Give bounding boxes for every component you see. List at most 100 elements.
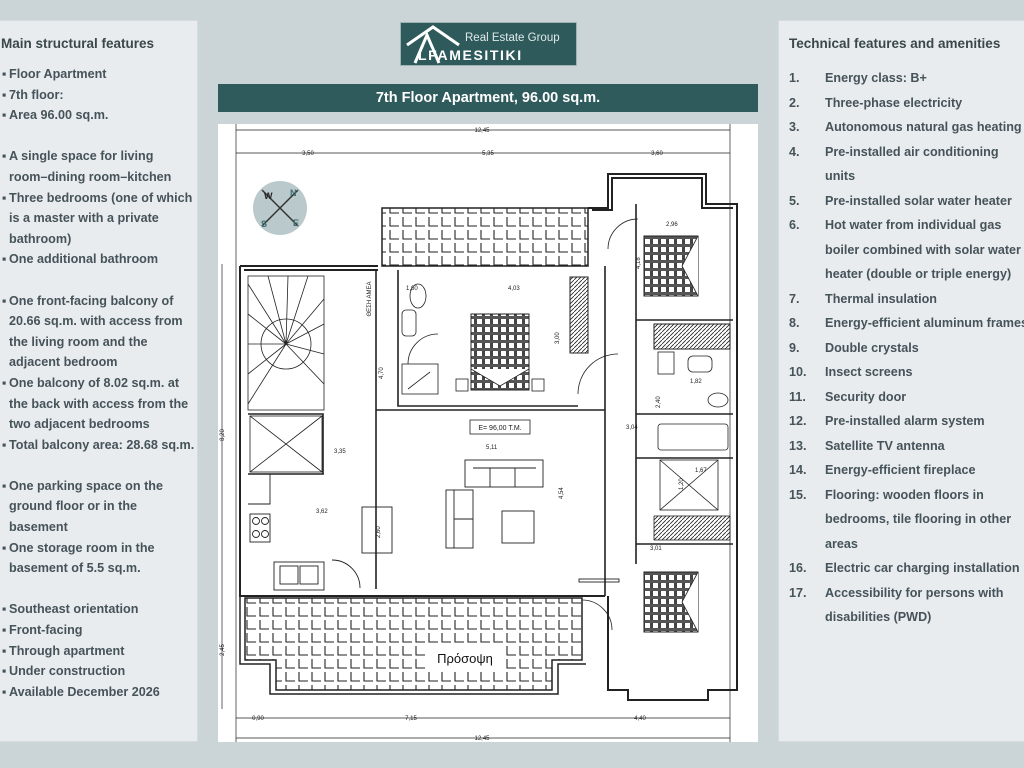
feature-item: ▪Southeast orientation — [1, 599, 195, 620]
amenity-item: 16.Electric car charging installation — [789, 556, 1024, 581]
amenity-number: 16. — [789, 561, 807, 575]
bullet-icon: ▪ — [2, 108, 7, 123]
feature-group: ▪One parking space on the ground floor o… — [1, 476, 195, 579]
living-furniture — [445, 459, 620, 583]
feature-text: Front-facing — [9, 623, 83, 638]
amenity-text: Pre-installed alarm system — [825, 414, 985, 428]
feature-text: One storage room in the basement of 5.5 … — [9, 540, 155, 576]
dim-label: 4,40 — [634, 716, 646, 722]
amenity-item: 9.Double crystals — [789, 336, 1024, 361]
amenity-number: 4. — [789, 144, 800, 159]
bathroom — [653, 351, 731, 541]
plan-label: 3,00 — [555, 332, 561, 344]
facade-label: Πρόσοψη — [437, 651, 493, 666]
bullet-icon: ▪ — [2, 664, 7, 679]
amenity-text: Energy-efficient aluminum frames — [825, 316, 1024, 330]
amenity-item: 14. Energy-efficient fireplace — [789, 458, 1024, 483]
bullet-icon: ▪ — [2, 478, 7, 493]
feature-item: ▪One parking space on the ground floor o… — [1, 476, 195, 538]
plan-label: 1,60 — [406, 286, 418, 292]
feature-text: One additional bathroom — [9, 252, 159, 267]
amenity-text: Accessibility for persons with disabilit… — [825, 585, 1004, 625]
plan-label: 2,96 — [666, 222, 678, 228]
feature-text: One parking space on the ground floor or… — [9, 478, 163, 535]
amenity-text: Three-phase electricity — [825, 95, 963, 110]
dim-total-bottom: 12,45 — [474, 736, 490, 742]
technical-features-list: 1. Energy class: B+ 2. Three-phase electric… — [789, 66, 1024, 630]
house-logo-icon — [406, 25, 460, 64]
amenity-item: 1. Energy class: B+ — [789, 66, 1024, 91]
plan-label: 3,62 — [316, 509, 328, 515]
plan-label: 1,67 — [695, 468, 707, 474]
feature-item: ▪One front-facing balcony of 20.66 sq.m.… — [1, 291, 195, 373]
bullet-icon: ▪ — [2, 602, 7, 617]
amenity-number: 1. — [789, 71, 800, 85]
amenity-text: Autonomous natural gas heating — [825, 120, 1022, 134]
amenity-number: 14. — [789, 463, 807, 477]
feature-text: Southeast orientation — [9, 602, 139, 617]
feature-text: A single space for living room–dining ro… — [9, 149, 172, 184]
amenity-text: Pre-installed air conditioning units — [825, 144, 999, 184]
staircase — [247, 275, 325, 411]
bullet-icon: ▪ — [2, 623, 7, 638]
amenity-item: 17. Accessibility for persons with disabi… — [789, 581, 1024, 630]
amenity-item: 12.Pre-installed alarm system — [789, 409, 1024, 434]
feature-group: ▪Southeast orientation▪Front-facing▪Thro… — [1, 599, 195, 702]
front-balcony — [244, 597, 583, 691]
back-balcony — [381, 207, 589, 267]
amenity-number: 6. — [789, 218, 800, 232]
feature-text: Total balcony area: 28.68 sq.m. — [9, 437, 195, 452]
feature-item: ▪Three bedrooms (one of which is a maste… — [1, 188, 195, 250]
feature-item: ▪7th floor: — [1, 85, 195, 106]
bullet-icon: ▪ — [2, 149, 7, 164]
amenity-item: 3.Autonomous natural gas heating — [789, 115, 1024, 140]
plan-label: 4,70 — [379, 367, 385, 379]
feature-item: ▪Under construction — [1, 661, 195, 682]
bullet-icon: ▪ — [2, 643, 7, 658]
logo-name: LFAMESITIKI — [418, 47, 523, 63]
elevator — [249, 415, 323, 473]
amenity-number: 17. — [789, 585, 807, 600]
feature-text: Floor Apartment — [9, 67, 107, 81]
plan-label: W — [264, 191, 273, 201]
brand-logo: Real Estate Group LFAMESITIKI — [400, 22, 577, 66]
amenity-text: Energy-efficient fireplace — [825, 463, 976, 477]
bullet-icon: ▪ — [2, 293, 7, 308]
amenity-text: Pre-installed solar water heater — [825, 193, 1012, 208]
amenity-number: 8. — [789, 316, 800, 330]
feature-text: 7th floor: — [9, 87, 64, 102]
feature-text: One balcony of 8.02 sq.m. at the back wi… — [9, 375, 189, 432]
amenity-text: Thermal insulation — [825, 291, 937, 306]
amenity-item: 11.Security door — [789, 385, 1024, 410]
feature-text: Under construction — [9, 664, 126, 679]
bullet-icon: ▪ — [2, 540, 7, 555]
structural-features-list: ▪Floor Apartment▪7th floor:▪Area 96.00 s… — [1, 64, 195, 723]
feature-group: ▪Floor Apartment▪7th floor:▪Area 96.00 s… — [1, 64, 195, 126]
dining-table — [361, 506, 393, 554]
feature-group: ▪A single space for living room–dining r… — [1, 146, 195, 270]
amenity-item: 10.Insect screens — [789, 360, 1024, 385]
floor-plan: 12,45 3,50 5,35 3,60 0,90 7,15 4,40 12,4… — [218, 124, 758, 742]
plan-label: 1,20 — [679, 478, 685, 490]
amenity-number: 2. — [789, 95, 800, 110]
plan-label: E — [293, 218, 299, 228]
amenity-item: 6.Hot water from individual gas boiler c… — [789, 213, 1024, 287]
amenity-number: 13. — [789, 438, 807, 453]
bullet-icon: ▪ — [2, 684, 7, 699]
logo-subtitle: Real Estate Group — [465, 32, 560, 44]
amenity-number: 11. — [789, 389, 806, 404]
plan-label: 5,11 — [486, 445, 498, 451]
compass-icon: W N S E — [253, 181, 307, 235]
feature-item: ▪Front-facing — [1, 620, 195, 641]
bullet-icon: ▪ — [2, 252, 7, 267]
amenity-item: 4. Pre-installed air conditioning units — [789, 140, 1024, 189]
dim-label: 8,20 — [220, 429, 226, 441]
amenity-item: 5.Pre-installed solar water heater — [789, 189, 1024, 214]
feature-item: ▪Through apartment — [1, 641, 195, 662]
plan-label: 4,03 — [508, 286, 520, 292]
dim-label: 7,15 — [405, 716, 417, 722]
plan-label: 4,18 — [636, 257, 642, 269]
feature-text: Available December 2026 — [9, 684, 160, 699]
amenity-text: Energy class: B+ — [825, 71, 927, 85]
structural-features-panel: Main structural features ▪Floor Apartmen… — [0, 20, 198, 742]
